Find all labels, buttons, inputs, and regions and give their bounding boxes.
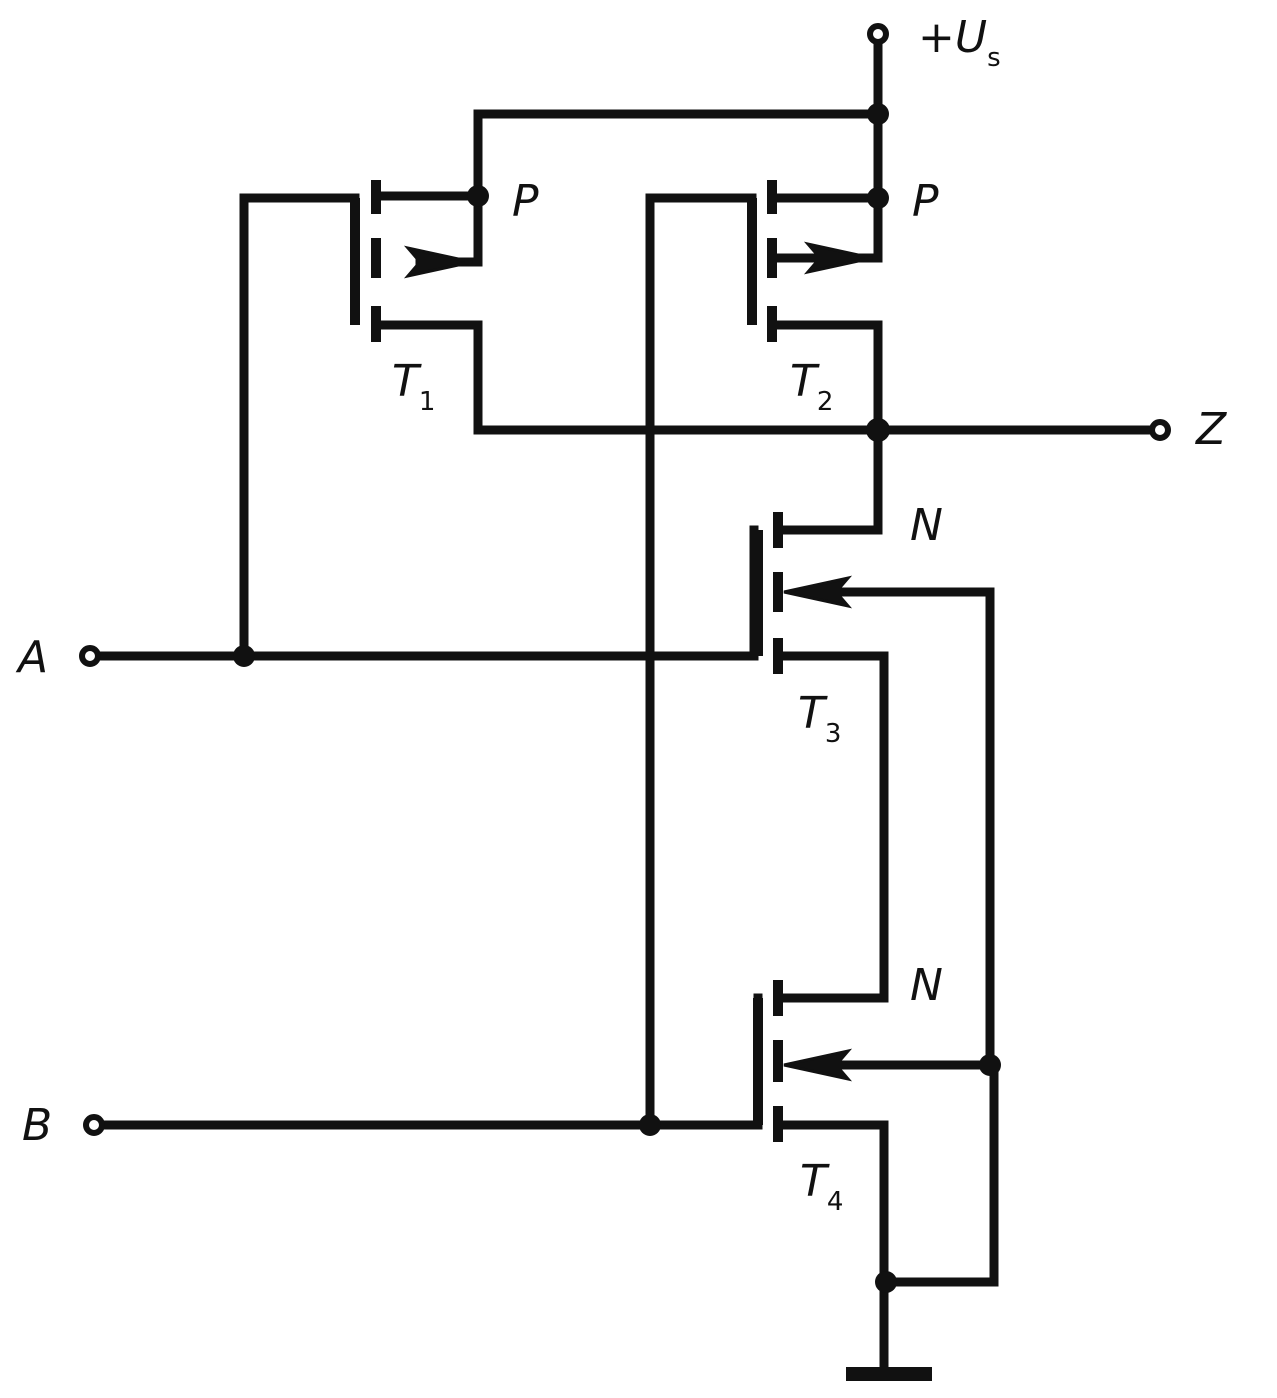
arrow-icon — [403, 245, 473, 279]
transistor-t4 — [753, 980, 995, 1287]
junction-dot — [867, 103, 889, 125]
supply-rail — [473, 37, 883, 263]
input-b-terminal[interactable] — [83, 1114, 105, 1136]
output-label: Z — [1195, 404, 1227, 455]
input-b-net — [97, 193, 763, 1130]
output-terminal[interactable] — [1149, 419, 1171, 441]
junction-dot — [639, 1114, 661, 1136]
t3-label: T3 — [798, 688, 841, 749]
supply-label: +Us — [918, 12, 1001, 73]
transistor-t2 — [747, 180, 883, 435]
arrow-icon — [803, 241, 873, 275]
junction-dot — [467, 185, 489, 207]
t4-label: T4 — [800, 1156, 843, 1217]
input-a-label: A — [15, 632, 48, 683]
junction-dot — [875, 1271, 897, 1293]
arrow-icon — [783, 1048, 853, 1082]
junction-dot — [233, 645, 255, 667]
junction-dot — [867, 187, 889, 209]
transistor-t3 — [753, 512, 995, 1070]
junction-dot — [866, 418, 890, 442]
ground-net — [879, 1060, 999, 1377]
t3-type-label: N — [910, 500, 943, 551]
t2-label: T2 — [790, 356, 833, 417]
input-b-label: B — [22, 1100, 52, 1151]
t4-type-label: N — [910, 960, 943, 1011]
t2-type-label: P — [912, 176, 939, 227]
t1-label: T1 — [392, 356, 435, 417]
supply-terminal[interactable] — [867, 23, 889, 45]
output-net — [473, 425, 1157, 535]
arrow-icon — [783, 575, 853, 609]
t1-type-label: P — [512, 176, 539, 227]
input-a-terminal[interactable] — [79, 645, 101, 667]
